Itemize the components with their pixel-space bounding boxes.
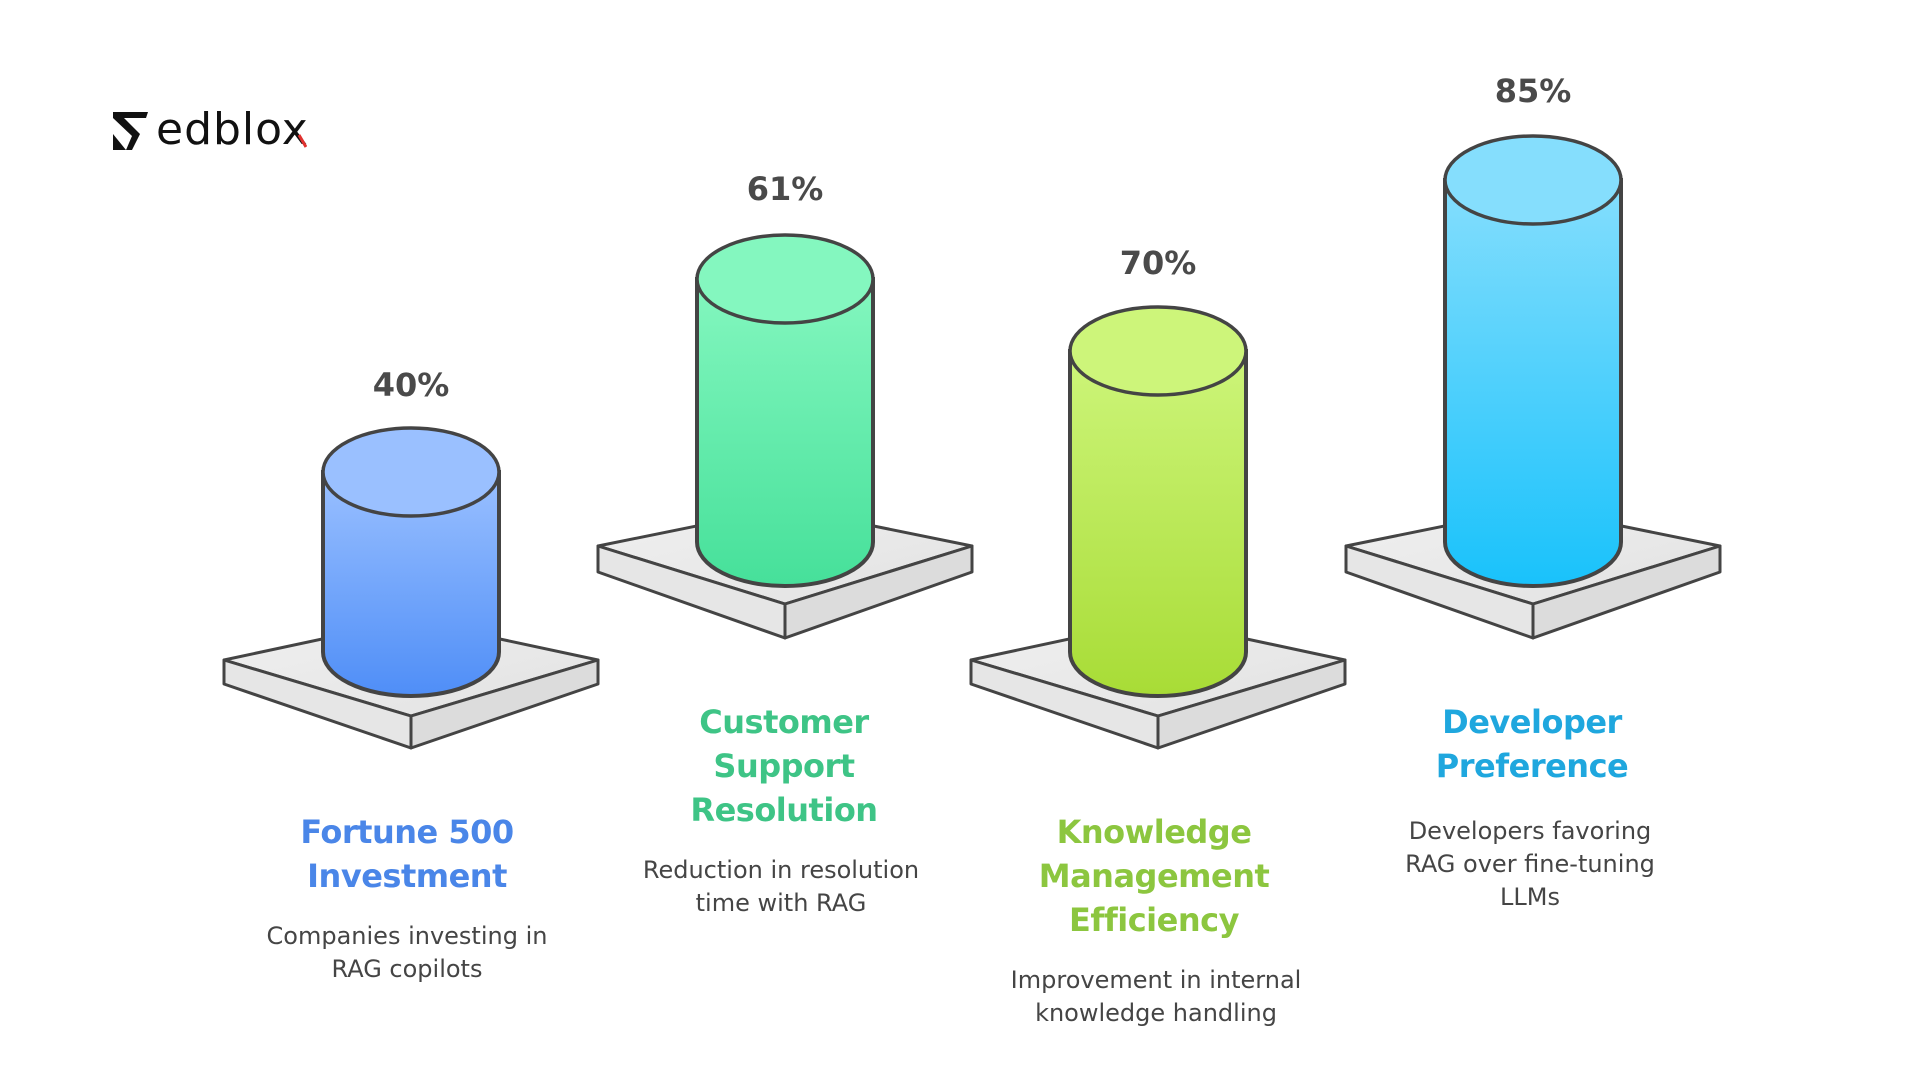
value-label: 85% bbox=[1494, 72, 1572, 110]
cylinder-bar-knowledge-management bbox=[1068, 305, 1248, 698]
value-label: 40% bbox=[372, 366, 450, 404]
value-label: 70% bbox=[1119, 244, 1197, 282]
logo-accent-stroke-icon bbox=[297, 134, 307, 148]
cylinder-bar-customer-support bbox=[695, 233, 875, 588]
logo-wordmark: edblox bbox=[156, 104, 309, 155]
redblox-logo: edblox bbox=[110, 104, 309, 155]
category-description: Developers favoring RAG over fine-tuning… bbox=[1405, 817, 1655, 911]
value-label: 61% bbox=[746, 170, 824, 208]
category-title: Developer Preference bbox=[1435, 703, 1629, 785]
category-description: Improvement in internal knowledge handli… bbox=[1010, 966, 1302, 1027]
category-title: Knowledge Management Efficiency bbox=[1038, 813, 1270, 939]
category-title: Customer Support Resolution bbox=[690, 703, 878, 829]
cylinder-bar-developer-preference bbox=[1443, 134, 1623, 588]
category-title: Fortune 500 Investment bbox=[300, 813, 514, 895]
logo-r-mark-icon bbox=[113, 112, 148, 150]
cylinder-bar-fortune-500 bbox=[321, 426, 501, 698]
category-description: Reduction in resolution time with RAG bbox=[642, 856, 920, 917]
category-description: Companies investing in RAG copilots bbox=[266, 922, 548, 983]
